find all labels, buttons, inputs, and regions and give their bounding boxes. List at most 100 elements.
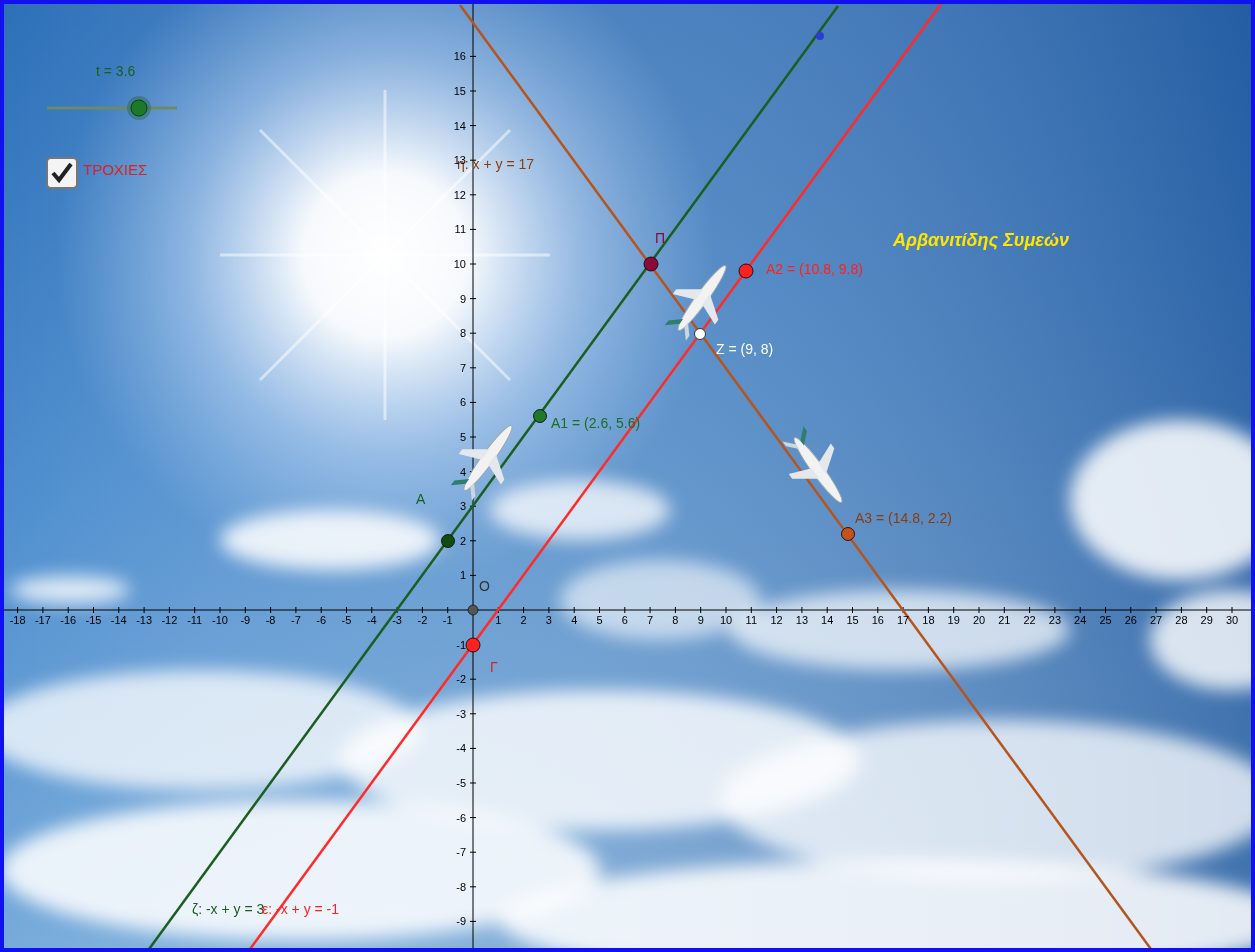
x-axis-number: 11: [746, 614, 757, 626]
y-axis-number: 16: [454, 50, 466, 62]
x-axis-number: 14: [821, 614, 833, 626]
axis-tick: [118, 607, 119, 613]
y-axis-number: 14: [454, 120, 466, 132]
axis-tick: [700, 607, 701, 613]
y-axis-number: 1: [460, 569, 466, 581]
axis-tick: [93, 607, 94, 613]
axis-tick: [144, 607, 145, 613]
x-axis-number: -7: [291, 614, 301, 626]
y-axis-number: 10: [454, 258, 466, 270]
axis-tick: [470, 91, 476, 92]
x-axis-number: -2: [418, 614, 428, 626]
axis-tick: [321, 607, 322, 613]
axis-tick: [447, 607, 448, 613]
y-axis-number: -9: [456, 915, 466, 927]
axis-tick: [470, 333, 476, 334]
x-axis-number: -14: [111, 614, 127, 626]
axis-tick: [1004, 607, 1005, 613]
x-axis-number: -16: [60, 614, 76, 626]
y-axis-number: 12: [454, 189, 466, 201]
x-axis-number: -6: [316, 614, 326, 626]
y-axis-number: 11: [455, 223, 466, 235]
y-axis-number: -6: [456, 812, 466, 824]
y-axis-number: -2: [456, 673, 466, 685]
axis-tick: [1232, 607, 1233, 613]
point-label: A2 = (10.8, 9.8): [766, 262, 863, 277]
y-axis-number: 4: [460, 466, 466, 478]
axis-tick: [346, 607, 347, 613]
x-axis-number: -10: [212, 614, 228, 626]
x-axis-number: 5: [596, 614, 602, 626]
x-axis-number: -5: [342, 614, 352, 626]
x-axis-number: 19: [948, 614, 960, 626]
x-axis-number: -15: [86, 614, 102, 626]
axis-tick: [371, 607, 372, 613]
axis-tick: [827, 607, 828, 613]
checkbox-label: ΤΡΟΧΙΕΣ: [83, 162, 147, 179]
y-axis-number: -1: [456, 639, 466, 651]
x-axis-number: 12: [770, 614, 782, 626]
axis-tick: [470, 367, 476, 368]
axis-tick: [852, 607, 853, 613]
x-axis-number: 13: [796, 614, 808, 626]
point-label: Γ: [490, 660, 498, 675]
axis-tick: [1130, 607, 1131, 613]
x-axis-number: -1: [443, 614, 453, 626]
y-axis-number: 9: [460, 293, 466, 305]
axis-tick: [470, 748, 476, 749]
x-axis-number: 8: [672, 614, 678, 626]
axis-tick: [624, 607, 625, 613]
x-axis-number: -17: [35, 614, 51, 626]
axis-tick: [470, 125, 476, 126]
axis-tick: [169, 607, 170, 613]
axis-tick: [470, 713, 476, 714]
axis-tick: [599, 607, 600, 613]
axis-tick: [17, 607, 18, 613]
y-axis-number: -8: [456, 881, 466, 893]
x-axis-number: 27: [1150, 614, 1162, 626]
airplane: [771, 419, 862, 518]
axis-tick: [726, 607, 727, 613]
check-mark: [48, 159, 76, 187]
axis-tick: [470, 56, 476, 57]
axis-tick: [1080, 607, 1081, 613]
x-axis-number: 20: [973, 614, 985, 626]
x-axis-number: 17: [897, 614, 909, 626]
axis-tick: [68, 607, 69, 613]
axis-tick: [1054, 607, 1055, 613]
x-axis-number: 10: [720, 614, 732, 626]
slider-label: t = 3.6: [96, 64, 135, 79]
x-axis-number: 25: [1099, 614, 1111, 626]
axis-tick: [776, 607, 777, 613]
line-equation: ζ: -x + y = 3: [192, 902, 264, 917]
axis-tick: [295, 607, 296, 613]
axis-tick: [470, 402, 476, 403]
axis-tick: [270, 607, 271, 613]
axis-tick: [422, 607, 423, 613]
y-axis-number: 2: [460, 535, 466, 547]
axis-tick: [194, 607, 195, 613]
airplane: [655, 250, 746, 349]
y-axis-number: -3: [456, 708, 466, 720]
y-axis-number: 8: [460, 327, 466, 339]
line-equation: η: x + y = 17: [457, 157, 534, 172]
x-axis-number: 3: [546, 614, 552, 626]
y-axis-number: 7: [460, 362, 466, 374]
axis-tick: [470, 852, 476, 853]
x-axis-number: 2: [521, 614, 527, 626]
axis-tick: [675, 607, 676, 613]
point-label: A: [416, 492, 425, 507]
axis-tick: [751, 607, 752, 613]
x-axis-number: 4: [571, 614, 577, 626]
axis-tick: [574, 607, 575, 613]
line-equation: ε: -x + y = -1: [262, 902, 339, 917]
x-axis-number: -11: [187, 614, 202, 626]
axis-tick: [470, 540, 476, 541]
y-axis-number: 3: [460, 500, 466, 512]
y-axis-number: -5: [456, 777, 466, 789]
y-axis-number: 13: [454, 154, 466, 166]
x-axis-number: -3: [392, 614, 402, 626]
x-axis-number: 1: [495, 614, 501, 626]
axis-tick: [650, 607, 651, 613]
